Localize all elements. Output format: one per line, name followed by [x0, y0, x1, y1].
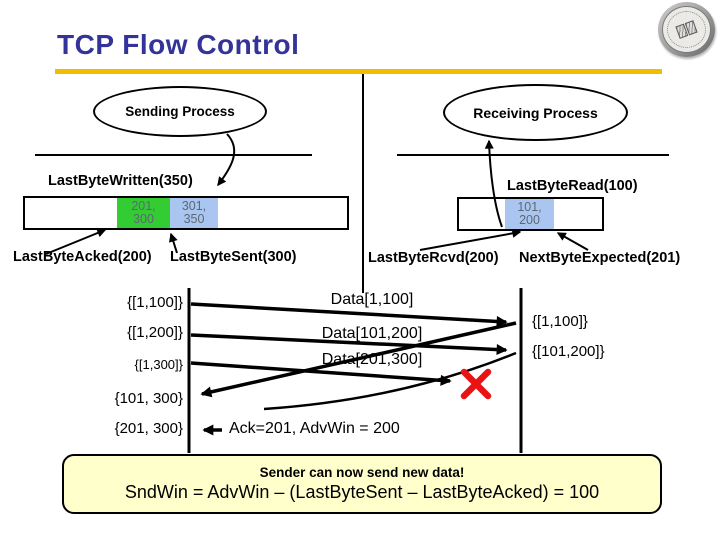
pointer-arrows — [45, 133, 589, 255]
footer-headline: Sender can now send new data! — [259, 465, 465, 480]
cell-text: 300 — [133, 212, 154, 226]
packet-lost-x-icon — [460, 368, 492, 400]
seal-inner-ring — [662, 6, 711, 53]
page-title: TCP Flow Control — [57, 29, 300, 60]
cell-text: 350 — [183, 212, 205, 226]
lastbytesent-label: LastByteSent(300) — [170, 249, 297, 265]
sending-process-ellipse: Sending Process — [93, 86, 267, 137]
write-into-buffer-arrow — [217, 133, 236, 187]
sender-window-label: {101, 300} — [114, 390, 183, 407]
receiver-ack-label: {[101,200]} — [532, 343, 605, 360]
cell-text: 201, — [131, 199, 156, 213]
sender-window-label: {[1,100]} — [127, 294, 183, 311]
open-book-icon — [675, 20, 698, 39]
sender-buffer: 201, 300 301, 350 — [23, 196, 349, 230]
nextbyteexpected-label: NextByteExpected(201) — [519, 250, 681, 266]
sending-process-label: Sending Process — [125, 104, 235, 119]
footer-callout: Sender can now send new data! SndWin = A… — [62, 454, 662, 514]
lastbytercvd-pointer-arrow — [419, 228, 522, 251]
cell-text: 200 — [519, 213, 540, 227]
sender-window-label: {201, 300} — [114, 420, 183, 437]
footer-formula: SndWin = AdvWin – (LastByteSent – LastBy… — [124, 482, 600, 502]
title-underline — [55, 69, 662, 74]
nextbyteexpected-pointer-arrow — [556, 232, 589, 251]
sender-buffer-label: LastByteWritten(350) — [48, 173, 193, 189]
data-segment-label: Data[101,200] — [321, 325, 423, 342]
cell-text: 301, — [181, 199, 207, 213]
lastbyteacked-label: LastByteAcked(200) — [13, 249, 152, 265]
sender-sent-cell: 301, 350 — [170, 198, 218, 228]
receiver-buffer-label: LastByteRead(100) — [507, 178, 638, 194]
receiving-process-label: Receiving Process — [473, 104, 598, 121]
cell-text: 101, — [517, 200, 542, 214]
data-segment-label: Data[201,300] — [321, 351, 423, 368]
receiver-window-cell: 101, 200 — [505, 199, 554, 229]
sender-window-label: {[1,300]} — [134, 357, 183, 372]
seal-text-ring — [667, 11, 706, 48]
receiving-process-ellipse: Receiving Process — [443, 84, 628, 141]
ack-note-label: Ack=201, AdvWin = 200 — [229, 420, 400, 437]
receiver-ack-label: {[1,100]} — [532, 313, 588, 330]
lastbytercvd-label: LastByteRcvd(200) — [368, 250, 499, 266]
sender-window-label: {[1,200]} — [127, 324, 183, 341]
receiver-buffer: 101, 200 — [457, 197, 604, 231]
university-seal-icon — [658, 2, 715, 57]
sender-acked-cell: 201, 300 — [117, 198, 170, 228]
data-segment-label: Data[1,100] — [330, 291, 414, 308]
